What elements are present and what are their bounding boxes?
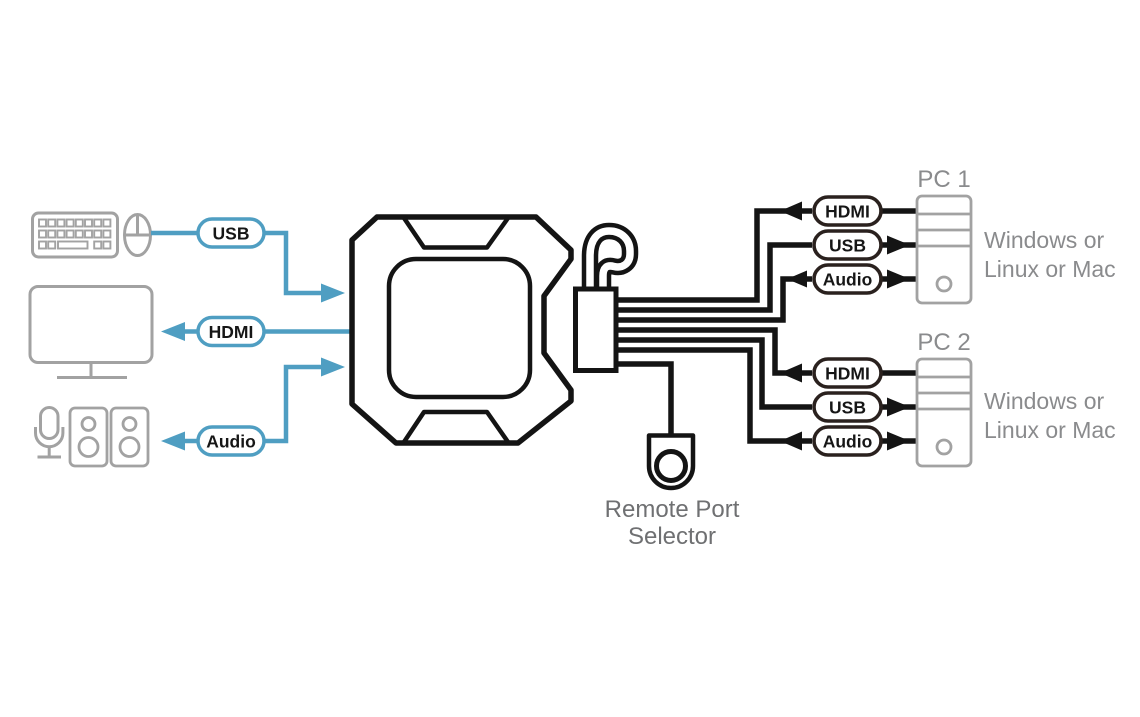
- pc2-port-pill-audio: Audio: [812, 425, 883, 457]
- pc2-port-label-hdmi: HDMI: [825, 364, 870, 384]
- kvm-top-notch: [402, 216, 510, 250]
- remote-port-selector: Remote Port Selector: [605, 433, 740, 550]
- arrow-left-icon: [787, 270, 807, 288]
- speaker-icon: [68, 406, 109, 468]
- pc1-port-label-audio: Audio: [823, 270, 873, 290]
- kvm-bottom-notch: [402, 409, 510, 444]
- selector-button: [654, 449, 688, 483]
- pc1-title: PC 1: [917, 166, 970, 193]
- selector-caption-line1: Remote Port: [605, 496, 740, 523]
- arrow-left-icon: [161, 431, 185, 451]
- pc2-port-pill-usb: USB: [812, 391, 883, 423]
- keyboard-icon: [31, 211, 119, 259]
- pc1-port-label-hdmi: HDMI: [825, 202, 870, 222]
- kvm-cable-connector: [573, 286, 619, 373]
- cable-direction-arrows: [780, 201, 916, 451]
- arrow-left-icon: [780, 363, 802, 383]
- console-port-label-hdmi: HDMI: [209, 322, 254, 342]
- pc1-port-label-usb: USB: [829, 236, 866, 256]
- kvm-switch-icon: [349, 214, 639, 446]
- console-port-pill-usb: USB: [196, 217, 266, 249]
- pc2-port-label-audio: Audio: [823, 432, 873, 452]
- arrow-right-icon: [321, 283, 345, 303]
- kvm-body: [349, 214, 574, 446]
- arrow-left-icon: [780, 431, 802, 451]
- console-port-label-audio: Audio: [206, 432, 256, 452]
- cable-pc1-usb: [614, 242, 812, 313]
- cable-pc2-usb: [614, 337, 812, 410]
- selector-caption-line2: Selector: [628, 523, 716, 550]
- pc1-os-line2: Linux or Mac: [984, 256, 1116, 282]
- monitor-icon: [28, 285, 154, 379]
- pc1-os-line1: Windows or: [984, 227, 1104, 253]
- microphone-icon: [34, 406, 65, 459]
- console-port-pill-hdmi: HDMI: [196, 315, 266, 348]
- pc-tower-icon: [915, 194, 973, 305]
- console-hdmi-connection: [161, 322, 350, 341]
- cable-remote-selector: [614, 361, 674, 436]
- kvm-pc-cables: [614, 208, 812, 444]
- console-usb-connection: [151, 230, 345, 303]
- console-port-pill-audio: Audio: [196, 425, 266, 457]
- pc2-title: PC 2: [917, 329, 970, 356]
- kvm-top-panel: [386, 256, 533, 400]
- mouse-icon: [123, 213, 152, 257]
- pc1-port-pill-audio: Audio: [812, 263, 883, 295]
- arrow-left-icon: [780, 201, 802, 221]
- speaker-icon: [109, 406, 150, 468]
- pc-tower-icon: [915, 357, 973, 468]
- arrow-right-icon: [321, 357, 345, 377]
- pc2-port-label-usb: USB: [829, 398, 866, 418]
- pc2-port-pill-hdmi: HDMI: [812, 357, 883, 389]
- pc1: PC 1 Windows or Linux or Mac: [915, 166, 1116, 305]
- pc1-port-pill-usb: USB: [812, 229, 883, 261]
- console-audio-connection: [161, 357, 345, 451]
- pc2-os-line2: Linux or Mac: [984, 417, 1116, 443]
- pc1-port-pill-hdmi: HDMI: [812, 195, 883, 227]
- pc2-os-line1: Windows or: [984, 388, 1104, 414]
- remote-port-selector-icon: [646, 433, 696, 491]
- arrow-left-icon: [161, 322, 185, 341]
- console-port-label-usb: USB: [213, 224, 250, 244]
- pc2: PC 2 Windows or Linux or Mac: [915, 329, 1116, 468]
- kvm-cable-loop: [581, 222, 639, 290]
